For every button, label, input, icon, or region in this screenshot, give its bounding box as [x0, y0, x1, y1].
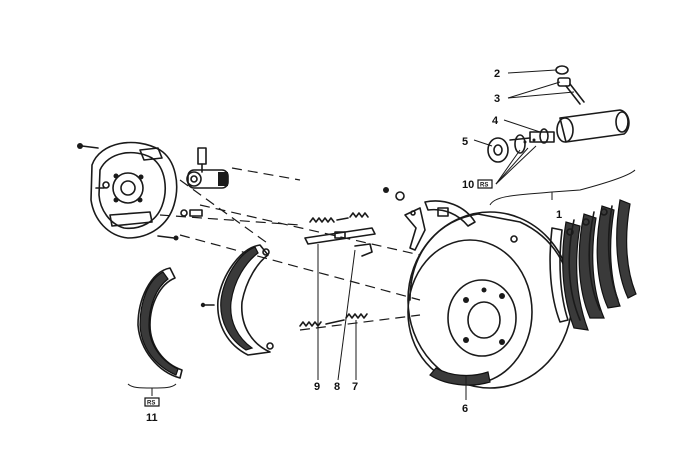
brake-shoe-left: [137, 267, 183, 379]
brake-drum: [407, 211, 573, 389]
badge-part-11-text: RS: [147, 401, 155, 407]
callout-7: 7: [352, 381, 358, 393]
return-spring-upper: [309, 212, 369, 223]
retaining-clip: [354, 243, 373, 257]
bleed-bolt: [180, 209, 203, 217]
brake-shoe-2: [568, 213, 605, 321]
adjuster-lever: [383, 187, 426, 251]
badge-part-10-text: RS: [480, 183, 488, 189]
callout-5: 5: [462, 136, 468, 148]
callout-11: 11: [146, 412, 158, 424]
callout-1: 1: [556, 209, 562, 221]
callout-labels: 1 2 3 4 5 6 7 8 9 10 11: [146, 68, 562, 424]
bracket-part-11: [127, 383, 177, 396]
bleed-screw: [555, 65, 585, 105]
callout-10: 10: [462, 179, 474, 191]
brake-shoe-center: [217, 244, 274, 356]
leader-lines: [317, 69, 575, 400]
callout-4: 4: [492, 115, 499, 127]
backing-plate-lower-bolt: [157, 235, 179, 241]
bracket-part-1: [489, 169, 636, 206]
callout-6: 6: [462, 403, 468, 415]
badge-part-10: RS: [477, 179, 493, 189]
callout-2: 2: [494, 68, 500, 80]
backing-plate: [90, 141, 178, 239]
return-spring-lower: [299, 313, 368, 327]
callout-9: 9: [314, 381, 320, 393]
callout-3: 3: [494, 93, 500, 105]
badge-part-11: RS: [144, 397, 160, 407]
adjuster-bar: [304, 227, 376, 245]
wheel-cylinder-exploded: [487, 109, 630, 163]
alignment-lines: [159, 167, 421, 331]
shoe-upper-segment: [424, 200, 476, 227]
brake-shoe-set: [549, 199, 637, 331]
backing-plate-bolt: [77, 143, 99, 149]
shoe-retaining-pin: [200, 302, 215, 308]
brake-shoe-4: [607, 199, 637, 301]
wheel-cylinder-small: [186, 147, 229, 189]
drum-screw: [510, 235, 518, 243]
callout-8: 8: [334, 381, 340, 393]
